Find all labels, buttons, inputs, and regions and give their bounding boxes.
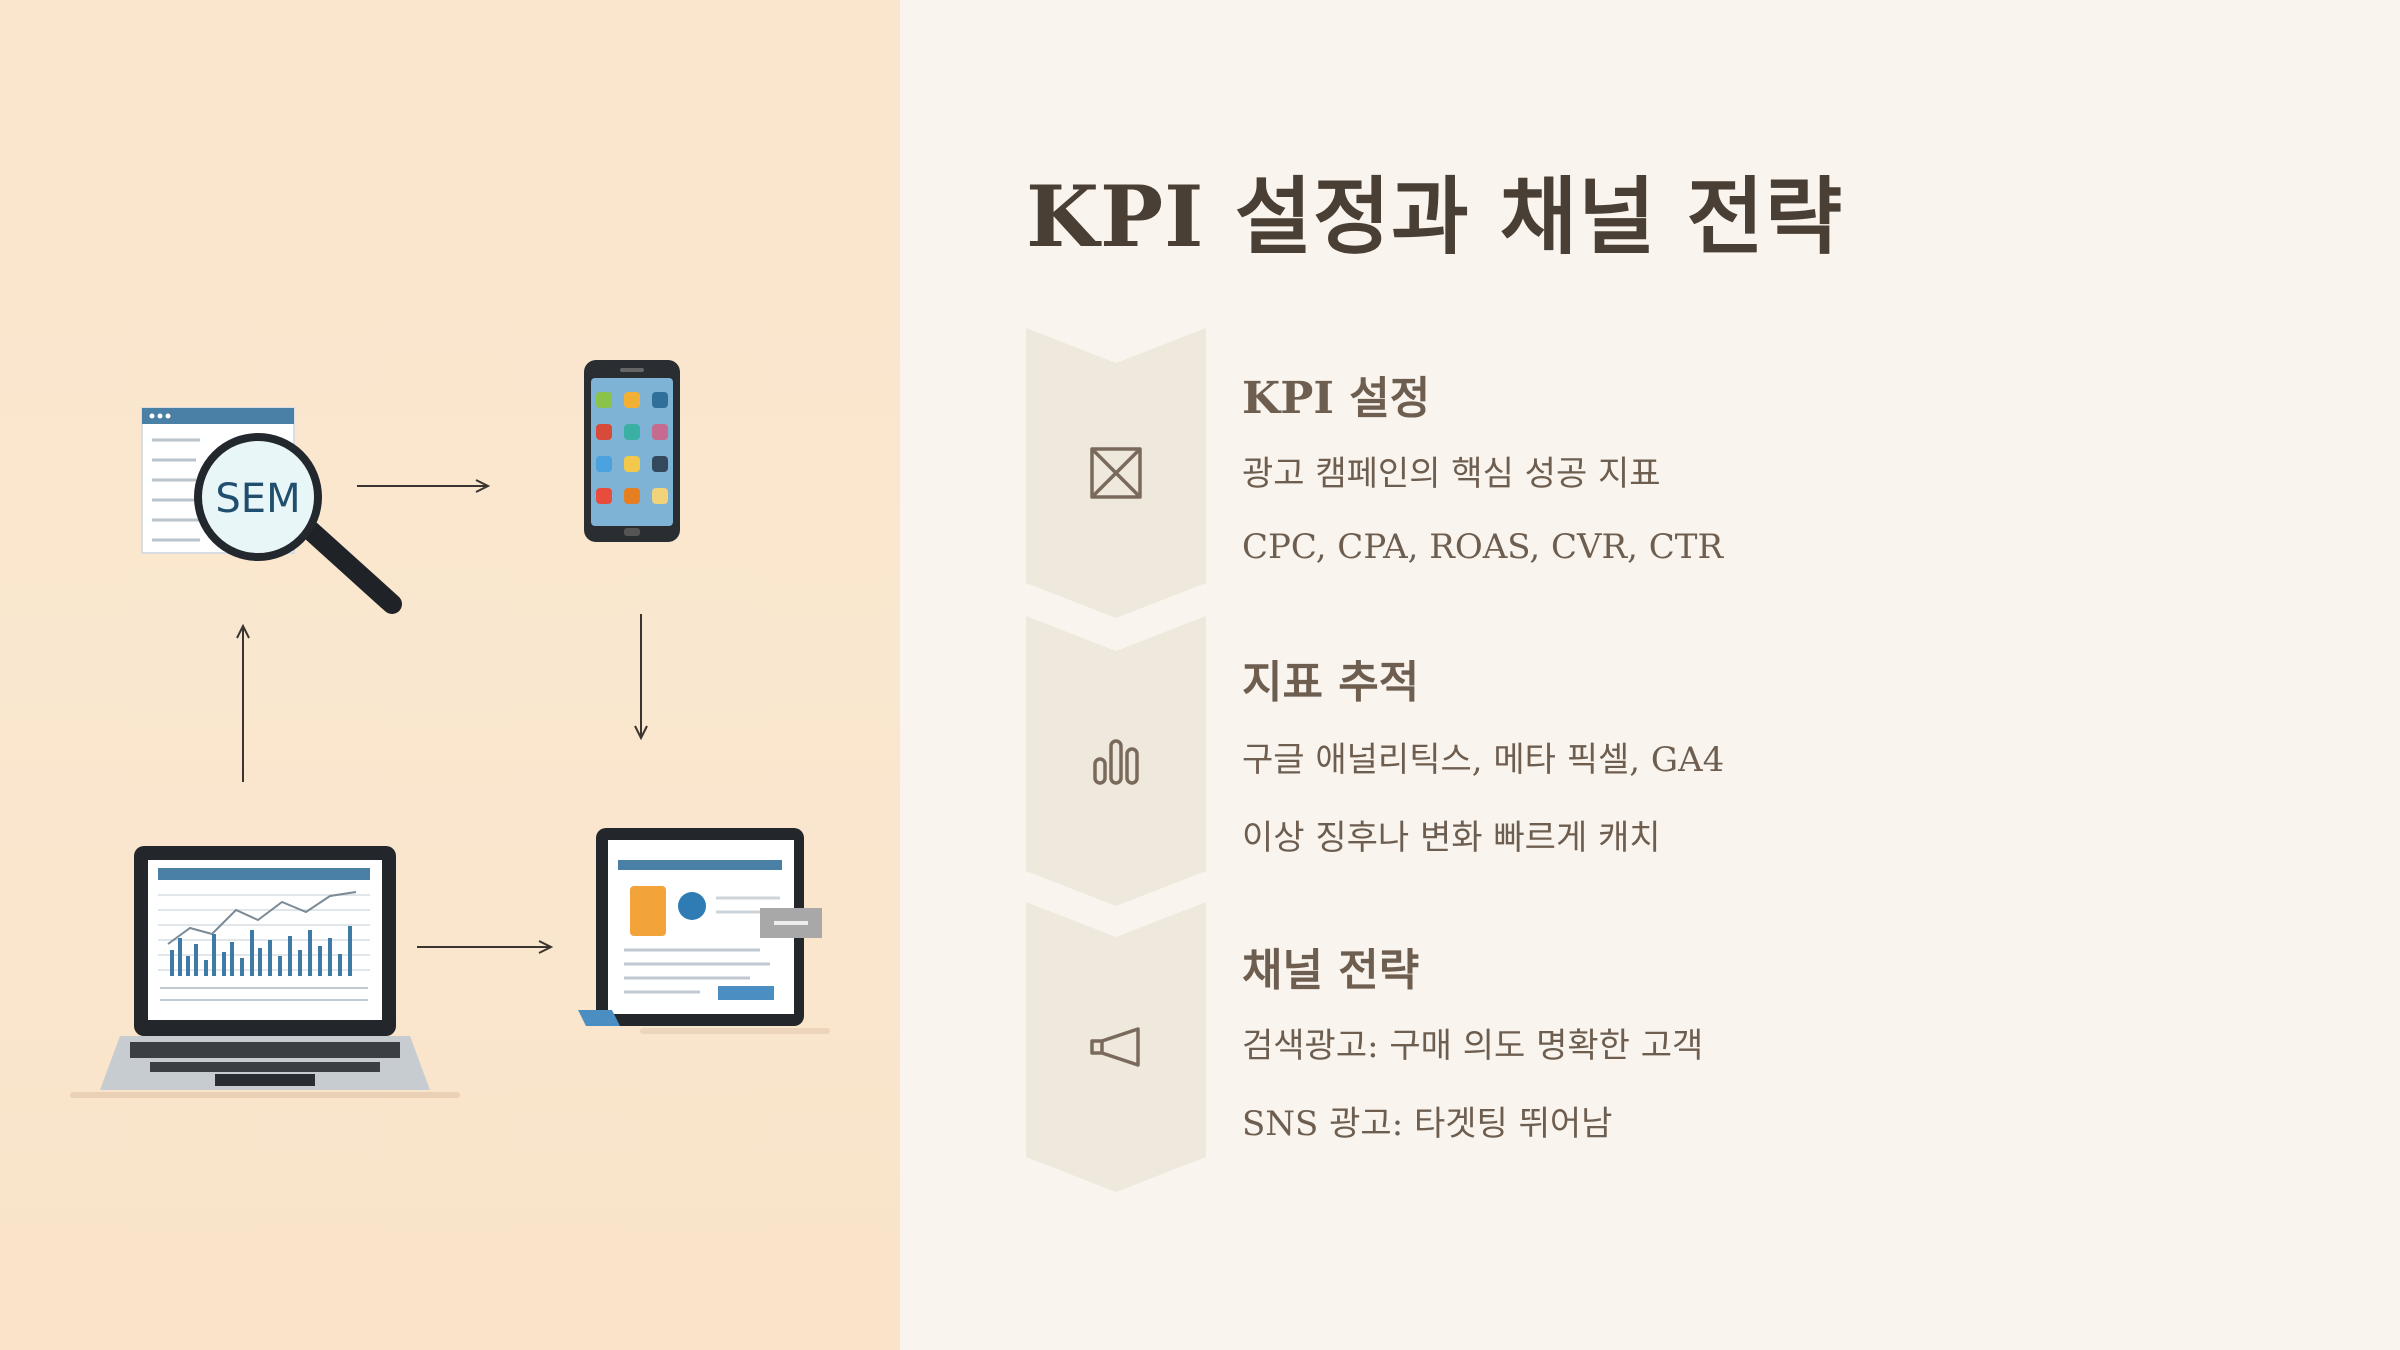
section-tracking-line-1: 구글 애널리틱스, 메타 픽셀, GA4 (1242, 740, 1725, 780)
megaphone-icon (1086, 1017, 1146, 1077)
section-channel-title: 채널 전략 (1242, 945, 1420, 996)
tablet-webpage-illustration (578, 828, 830, 1034)
smartphone-illustration (584, 360, 680, 542)
section-kpi-line-2: CPC, CPA, ROAS, CVR, CTR (1242, 527, 1724, 567)
section-tracking-chevron (1026, 616, 1206, 906)
section-channel-chevron (1026, 902, 1206, 1192)
section-kpi-title: KPI 설정 (1242, 373, 1431, 424)
section-channel-line-1: 검색광고: 구매 의도 명확한 고객 (1242, 1026, 1704, 1066)
flow-arrows (243, 486, 641, 947)
section-kpi-line-1: 광고 캠페인의 핵심 성공 지표 (1242, 454, 1661, 494)
section-tracking-title: 지표 추적 (1242, 657, 1420, 708)
section-kpi-chevron (1026, 328, 1206, 618)
sem-label: SEM (215, 476, 300, 522)
laptop-analytics-illustration (70, 846, 460, 1098)
illustration-panel: SEM (0, 0, 900, 1350)
section-tracking-line-2: 이상 징후나 변화 빠르게 캐치 (1242, 818, 1661, 858)
workflow-illustration: SEM (70, 360, 830, 1098)
slide-title: KPI 설정과 채널 전략 (1026, 167, 1844, 266)
bar-chart-icon (1086, 731, 1146, 791)
sem-search-illustration: SEM (141, 407, 402, 614)
section-channel-line-2: SNS 광고: 타겟팅 뛰어남 (1242, 1104, 1613, 1144)
content-panel: KPI 설정과 채널 전략 KPI 설정 광고 캠페인의 핵심 성공 지표 CP… (900, 0, 2400, 1350)
compress-arrows-icon (1086, 443, 1146, 503)
